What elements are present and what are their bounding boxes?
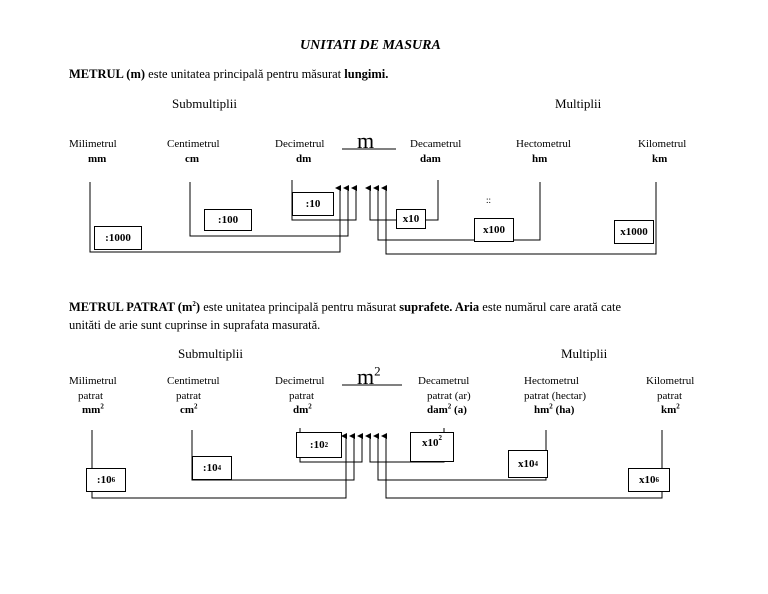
square-meter-text-2: este numărul care arată cate <box>479 300 622 314</box>
sq-unit-name-dm: Decimetrul <box>275 375 325 387</box>
box-divide-100: :100 <box>204 209 252 231</box>
sq-unit-name-hm: Hectometrul <box>524 375 579 387</box>
sq-unit-abbr-mm: mm2 <box>82 402 104 416</box>
sq-unit-abbr-km: km2 <box>661 402 680 416</box>
multiples-heading-2: Multiplii <box>561 346 608 361</box>
unit-abbr-dam: dam <box>420 153 441 165</box>
page-title: UNITATI DE MASURA <box>300 38 441 53</box>
sq-unit-sub-cm: patrat <box>176 390 202 402</box>
surface-area-words: suprafete. Aria <box>399 300 480 314</box>
multiples-heading: Multiplii <box>555 96 602 111</box>
unit-abbr-hm: hm <box>532 153 548 165</box>
sq-unit-name-cm: Centimetrul <box>167 375 220 387</box>
box-divide-1000: :1000 <box>94 226 142 250</box>
unit-abbr-cm: cm <box>185 153 200 165</box>
meter-text: este unitatea principală pentru măsurat <box>145 67 345 81</box>
unit-abbr-dm: dm <box>296 153 312 165</box>
meter-label: METRUL (m) <box>69 67 146 81</box>
main-unit-meter: m <box>357 128 375 153</box>
sq-unit-sub-hm: patrat (hectar) <box>524 390 586 402</box>
box-multiply-100: x100 <box>474 218 514 242</box>
sq-unit-sub-mm: patrat <box>78 390 104 402</box>
submultiples-heading: Submultiplii <box>172 96 238 111</box>
sq-unit-sub-dam: patrat (ar) <box>427 390 471 402</box>
box-divide-10: :10 <box>292 192 334 216</box>
unit-name-mm: Milimetrul <box>69 138 117 150</box>
unit-abbr-km: km <box>652 153 668 165</box>
stray-colons: :: <box>486 195 492 205</box>
square-meter-text: este unitatea principală pentru măsurat <box>200 300 400 314</box>
unit-name-cm: Centimetrul <box>167 138 220 150</box>
sq-unit-sub-dm: patrat <box>289 390 315 402</box>
box-multiply-1000: x1000 <box>614 220 654 244</box>
unit-name-km: Kilometrul <box>638 138 687 150</box>
square-meter-definition-line2: unităti de arie sunt cuprinse in suprafa… <box>69 318 321 332</box>
unit-abbr-mm: mm <box>88 153 107 165</box>
unit-name-hm: Hectometrul <box>516 138 571 150</box>
meter-tail: lungimi. <box>344 67 389 81</box>
sq-unit-name-km: Kilometrul <box>646 375 695 387</box>
unit-name-dm: Decimetrul <box>275 138 325 150</box>
sq-unit-abbr-hm: hm2 (ha) <box>534 402 575 416</box>
meter-definition: METRUL (m) este unitatea principală pent… <box>69 68 388 81</box>
main-unit-square-meter: m2 <box>357 363 381 389</box>
square-meter-label: METRUL PATRAT (m2) <box>69 299 201 314</box>
unit-name-dam: Decametrul <box>410 138 462 150</box>
sq-unit-abbr-dm: dm2 <box>293 402 312 416</box>
square-meter-definition: METRUL PATRAT (m2) este unitatea princip… <box>69 299 622 314</box>
sq-unit-abbr-dam: dam2 (a) <box>427 402 467 416</box>
sq-unit-sub-km: patrat <box>657 390 683 402</box>
sq-unit-abbr-cm: cm2 <box>180 402 198 416</box>
submultiples-heading-2: Submultiplii <box>178 346 244 361</box>
sq-unit-name-dam: Decametrul <box>418 375 470 387</box>
sq-unit-name-mm: Milimetrul <box>69 375 117 387</box>
box-multiply-10: x10 <box>396 209 426 229</box>
